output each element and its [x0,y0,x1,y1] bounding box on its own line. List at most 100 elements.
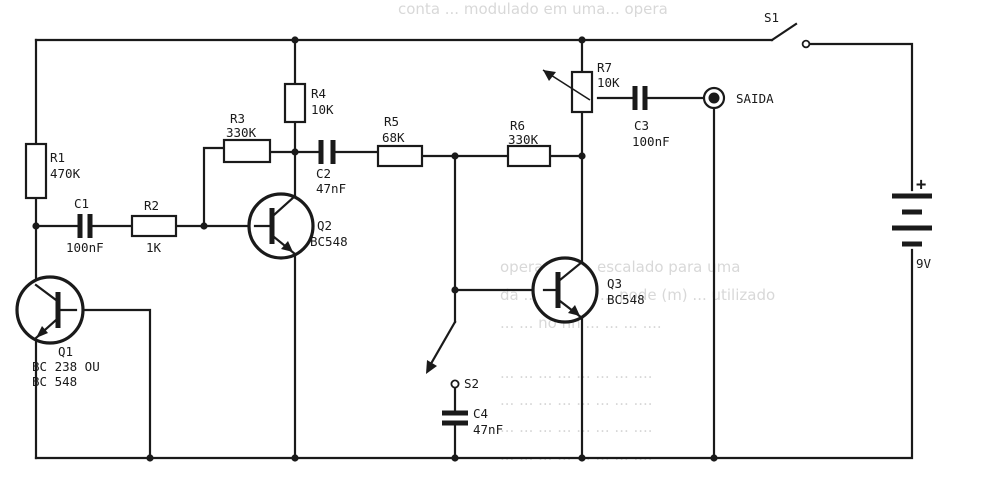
q2-value: BC548 [310,234,348,249]
s1-ref: S1 [764,10,779,25]
q3-value: BC548 [607,292,645,307]
battery-value: 9V [916,256,932,271]
s1-contact [801,39,811,49]
output-jack[interactable]: SAIDA [702,86,774,110]
capacitor-c2: C2 47nF [316,140,346,196]
q3-ref: Q3 [607,276,622,291]
q1-collector-wire [74,308,152,460]
c3-value: 100nF [632,134,670,149]
r6-value: 330K [508,132,539,147]
c4-value: 47nF [473,422,503,437]
capacitor-c4: C4 47nF [442,406,503,437]
junction-dot [291,36,299,44]
junction-dot [578,152,586,160]
s1-lever [770,22,798,42]
r1-body [24,142,48,200]
transistor-q3: Q3 BC548 [531,256,645,324]
q1-type-line1: BC 238 OU [32,359,100,374]
junction-dot [32,222,40,230]
s2-ref: S2 [464,376,479,391]
bleed-line-5: ... ... ... ... ... ... ... .... [500,364,653,382]
switch-s1[interactable]: S1 [764,10,811,49]
bleed-line-1: conta ... modulado em uma... opera [398,0,668,18]
junctions [32,36,718,462]
junction-dot [710,454,718,462]
junction-dot [451,454,459,462]
r1-ref: R1 [50,150,65,165]
battery-plus-sign: + [916,175,926,195]
transistor-q1: Q1 BC 238 OU BC 548 [15,275,100,389]
c3-ref: C3 [634,118,649,133]
bleed-line-8: ... ... ... ... ... ... ... .... [500,446,653,464]
c1-ref: C1 [74,196,89,211]
bottom-rail-wire [34,248,914,460]
r6-ref: R6 [510,118,525,133]
q1-ref: Q1 [58,344,73,359]
q3-collector-lead [558,260,584,282]
bleed-line-7: ... ... ... ... ... ... ... .... [500,418,653,436]
wires [34,38,914,460]
switch-to-battery-wire [806,42,914,192]
c1-value: 100nF [66,240,104,255]
q3-emitter-arrow [568,305,580,316]
resistor-r4: R4 10K [283,82,334,124]
r7-value: 10K [597,75,620,90]
c1-plates [77,214,93,238]
q2-emitter-arrow [281,241,293,252]
r5-ref: R5 [384,114,399,129]
junction-dot [451,286,459,294]
q1-emitter-arrow [36,326,48,338]
capacitor-c3: C3 100nF [632,86,670,149]
r2-body [130,214,178,238]
q2-ref: Q2 [317,218,332,233]
resistor-r1: R1 470K [24,142,81,200]
battery-9v: + 9V [892,175,932,271]
r7-ref: R7 [597,60,612,75]
s2-contact [450,379,460,389]
r5-body [376,144,424,168]
q1-type-line2: BC 548 [32,374,77,389]
s2-lever [430,320,457,364]
resistor-r3: R3 330K [222,111,272,164]
q1-envelope [15,275,85,345]
transistor-q2: Q2 BC548 [247,192,348,260]
junction-dot [291,148,299,156]
bleed-line-6: ... ... ... ... ... ... ... .... [500,391,653,409]
junction-dot [146,454,154,462]
c4-plates [442,410,468,426]
r6-body [506,144,552,168]
r4-ref: R4 [311,86,326,101]
r4-value: 10K [311,102,334,117]
q2-envelope [247,192,315,260]
junction-dot [200,222,208,230]
bleed-line-4: ... ... no nn ... ... ... .... [500,314,662,332]
r3-ref: R3 [230,111,245,126]
junction-dot [578,454,586,462]
c2-value: 47nF [316,181,346,196]
r7-adjust-arrow-head [543,70,556,81]
output-label: SAIDA [736,91,774,106]
r3-body [222,138,272,164]
r7-body [570,70,594,114]
capacitor-c1: C1 100nF [66,196,104,255]
s2-arrow-head [426,360,437,374]
junction-dot [291,454,299,462]
r2-value: 1K [146,240,162,255]
junction-dot [451,152,459,160]
r3-left-wire [202,146,226,228]
switch-s2[interactable]: S2 [426,320,479,391]
resistor-r2: R2 1K [130,198,178,255]
r3-value: 330K [226,125,257,140]
output-jack-pin [708,92,720,104]
junction-dot [578,36,586,44]
c2-plates [318,140,336,164]
r4-body [283,82,307,124]
potentiometer-r7: R7 10K [542,60,620,114]
resistor-r5: R5 68K [376,114,424,168]
r5-value: 68K [382,130,405,145]
r2-ref: R2 [144,198,159,213]
c4-ref: C4 [473,406,488,421]
c2-ref: C2 [316,166,331,181]
q3-envelope [531,256,599,324]
